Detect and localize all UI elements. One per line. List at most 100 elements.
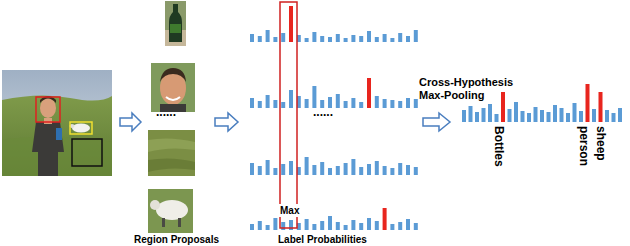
probability-bar bbox=[250, 34, 254, 42]
flow-arrow bbox=[423, 113, 450, 131]
probability-bar bbox=[359, 223, 363, 230]
probability-bar bbox=[289, 161, 293, 175]
probability-bar bbox=[266, 30, 270, 42]
probability-bar bbox=[375, 161, 379, 175]
probability-bar bbox=[312, 32, 316, 42]
column-label: Region Proposals bbox=[134, 233, 219, 246]
sheep-crop bbox=[148, 189, 193, 233]
probability-bar bbox=[367, 218, 371, 230]
probability-bar bbox=[586, 84, 590, 122]
column-label: Label Probabilities bbox=[278, 233, 367, 246]
probability-bar bbox=[406, 98, 410, 108]
probability-bar bbox=[351, 35, 355, 42]
probability-bar bbox=[320, 36, 324, 42]
probability-bar bbox=[367, 31, 371, 42]
probability-bar bbox=[406, 165, 410, 175]
probability-bar bbox=[250, 224, 254, 230]
probability-bar bbox=[281, 102, 285, 108]
probability-bar bbox=[414, 30, 418, 42]
probability-bar bbox=[553, 105, 557, 122]
probability-bar bbox=[375, 221, 379, 230]
probability-bar bbox=[592, 109, 596, 122]
probability-bar bbox=[258, 166, 262, 175]
grass-crop bbox=[148, 130, 195, 176]
max-column-box bbox=[280, 2, 297, 228]
probability-bar bbox=[281, 33, 285, 42]
ellipsis: ...... bbox=[156, 106, 176, 119]
probability-bar bbox=[406, 36, 410, 42]
probability-bar bbox=[328, 168, 332, 175]
probability-bar bbox=[258, 36, 262, 42]
probability-bar bbox=[398, 101, 402, 108]
probability-bar bbox=[289, 6, 293, 42]
probability-bar bbox=[328, 37, 332, 42]
probability-bar bbox=[462, 110, 466, 122]
probability-bar bbox=[367, 164, 371, 175]
probability-bar bbox=[375, 96, 379, 108]
probability-bar bbox=[501, 92, 505, 122]
flow-arrow bbox=[120, 113, 141, 131]
probability-bar bbox=[414, 223, 418, 230]
probability-bar bbox=[344, 38, 348, 42]
probability-bar bbox=[406, 219, 410, 230]
probability-bar bbox=[390, 100, 394, 108]
probability-bar bbox=[266, 225, 270, 230]
class-label: Bottles bbox=[492, 126, 505, 167]
probability-bar bbox=[514, 102, 518, 122]
probability-bar bbox=[258, 101, 262, 108]
probability-bar bbox=[390, 38, 394, 42]
probability-bar bbox=[488, 104, 492, 122]
ellipsis: ...... bbox=[313, 106, 333, 119]
probability-bar bbox=[414, 167, 418, 175]
probability-bar bbox=[560, 108, 564, 122]
flow-arrow bbox=[215, 113, 238, 131]
probability-bar bbox=[273, 168, 277, 175]
probability-bar bbox=[336, 94, 340, 108]
probability-bar bbox=[305, 38, 309, 42]
probability-bar bbox=[605, 110, 609, 122]
probability-bar bbox=[312, 165, 316, 175]
probability-bar bbox=[383, 208, 387, 230]
probability-bar bbox=[336, 166, 340, 175]
probability-bar bbox=[266, 160, 270, 175]
probability-bar bbox=[250, 98, 254, 108]
class-label: person bbox=[577, 126, 590, 166]
probability-bar bbox=[573, 103, 577, 122]
scene-photo bbox=[2, 70, 112, 176]
probability-bar bbox=[375, 37, 379, 42]
face-crop bbox=[151, 63, 195, 112]
bottle-crop bbox=[165, 1, 186, 46]
probability-bar bbox=[521, 111, 525, 122]
probability-bar bbox=[351, 159, 355, 175]
probability-bar bbox=[469, 106, 473, 122]
pooling-label: Cross-Hypothesis Max-Pooling bbox=[419, 76, 523, 102]
probability-bar bbox=[475, 112, 479, 122]
probability-bar bbox=[383, 34, 387, 42]
probability-bar bbox=[398, 163, 402, 175]
probability-bar bbox=[508, 109, 512, 122]
max-label: Max bbox=[279, 204, 300, 217]
probability-bar bbox=[344, 163, 348, 175]
probability-bar bbox=[414, 99, 418, 108]
probability-bar bbox=[320, 221, 324, 230]
probability-bar bbox=[273, 218, 277, 230]
probability-bar bbox=[599, 92, 603, 122]
probability-bar bbox=[281, 164, 285, 175]
probability-bar bbox=[618, 108, 622, 122]
probability-bar bbox=[566, 113, 570, 122]
probability-bar bbox=[383, 166, 387, 175]
bar-charts bbox=[250, 6, 622, 230]
probability-bar bbox=[273, 37, 277, 42]
probability-bar bbox=[495, 114, 499, 122]
probability-bar bbox=[390, 224, 394, 230]
probability-bar bbox=[336, 34, 340, 42]
probability-bar bbox=[612, 113, 616, 122]
probability-bar bbox=[344, 225, 348, 230]
probability-bar bbox=[312, 224, 316, 230]
probability-bar bbox=[320, 162, 324, 175]
probability-bar bbox=[359, 102, 363, 108]
probability-bar bbox=[359, 36, 363, 42]
probability-bar bbox=[328, 216, 332, 230]
